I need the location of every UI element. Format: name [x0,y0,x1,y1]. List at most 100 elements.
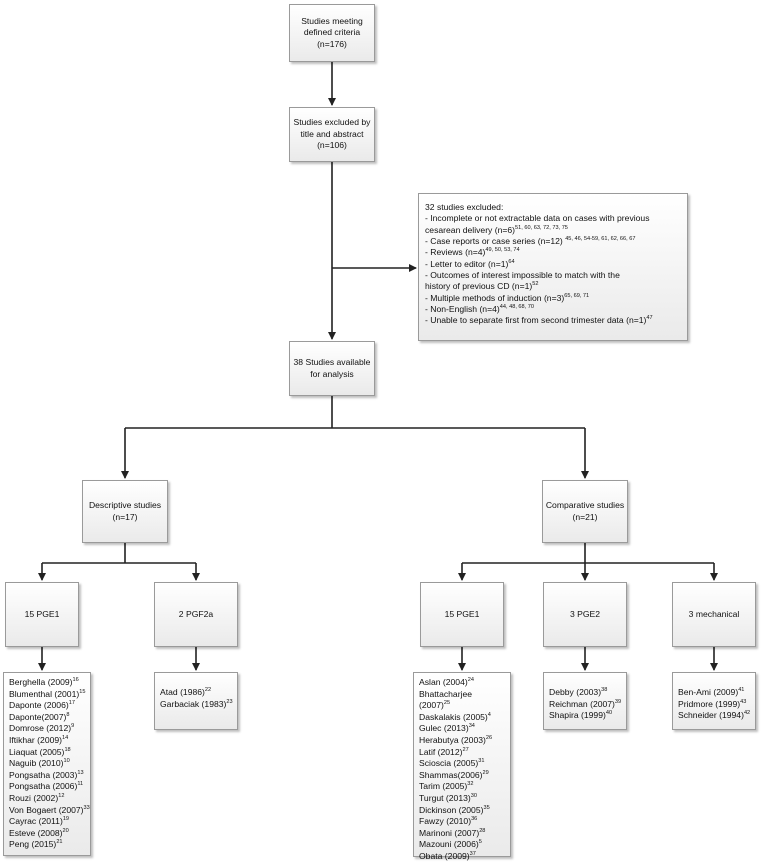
reference-superscript: 45, 46, 54-59, 61, 62, 66, 67 [565,236,636,243]
reference-superscript: 39 [614,698,622,705]
reference-superscript: 13 [77,769,84,776]
box-desc-pge1: 15 PGE1 [5,582,79,647]
item-text: Domrose (2012) [9,723,72,734]
box-line: defined criteria [303,27,361,38]
list-item: Fawzy (2010)36 [419,816,505,828]
item-text: - Letter to editor (n=1) [425,258,509,269]
reference-superscript: 23 [226,698,233,705]
list-item: Shammas(2006)29 [419,770,505,782]
item-text: - Case reports or case series (n=12) [425,236,566,247]
item-text: Dickinson (2005) [419,804,484,815]
box-line: Comparative studies [545,499,625,510]
box-line: (n=21) [572,511,598,522]
reference-superscript: 40 [605,710,613,717]
reference-superscript: 44, 48, 68, 70 [499,304,534,311]
list-item: Von Bogaert (2007)33 [9,805,90,817]
reference-superscript: 17 [68,700,75,707]
list-item: Obata (2009)37 [419,851,505,863]
reference-superscript: 38 [601,687,608,694]
item-text: Scioscia (2005) [419,758,479,769]
list-item: Cayrac (2011)19 [9,816,85,828]
item-text: Liaquat (2005) [9,746,65,757]
item-text: Naguib (2010) [9,758,64,769]
box-line: (n=17) [112,511,138,522]
list-item: Daponte (2006)17 [9,700,85,712]
excluded-items: - Incomplete or not extractable data on … [425,213,681,326]
item-text: Rouzi (2002) [9,792,59,803]
reference-superscript: 21 [56,839,63,846]
item-text: history of previous CD (n=1) [425,281,533,292]
box-comp-pge1: 15 PGE1 [420,582,504,647]
reference-superscript: 64 [508,258,515,265]
list-item: - Incomplete or not extractable data on … [425,213,681,224]
item-text: Tarim (2005) [419,781,468,792]
box-comp-pge2: 3 PGE2 [543,582,627,647]
item-text: Pongsatha (2006) [9,781,78,792]
box-label: 3 mechanical [688,608,740,619]
list-item: Dickinson (2005)35 [419,805,505,817]
list-item: Bhattacharjee [419,689,505,701]
reference-superscript: 14 [62,735,69,742]
list-item: Domrose (2012)9 [9,723,85,735]
box-line: Studies excluded by [293,117,371,128]
item-text: Fawzy (2010) [419,816,472,827]
item-text: Gulec (2013) [419,723,469,734]
list-item: Debby (2003)38 [549,687,621,699]
list-item: - Non-English (n=4)44, 48, 68, 70 [425,304,681,315]
reference-superscript: 52 [532,281,539,288]
item-text: Garbaciak (1983) [160,698,227,709]
box-line: title and abstract [300,128,364,139]
list-item: Esteve (2008)20 [9,828,85,840]
list-item: Marinoni (2007)28 [419,828,505,840]
reference-superscript: 43 [740,698,747,705]
list-item: Naguib (2010)10 [9,758,85,770]
item-text: Daponte (2006) [9,700,69,711]
list-item: Liaquat (2005)18 [9,747,85,759]
reference-superscript: 28 [479,827,486,834]
list-item: Schneider (1994)42 [678,710,750,722]
box-line: Descriptive studies [88,499,162,510]
list-item: Blumenthal (2001)15 [9,689,85,701]
reference-superscript: 30 [470,793,477,800]
list-item: Pongsatha (2006)11 [9,781,85,793]
item-text: Cayrac (2011) [9,816,63,827]
reference-superscript: 18 [64,746,71,753]
list-item: Iftikhar (2009)14 [9,735,85,747]
list-item: Berghella (2009)16 [9,677,85,689]
item-text: Latif (2012) [419,746,463,757]
box-line: 38 Studies available [293,356,371,367]
item-text: - Non-English (n=4) [425,304,500,315]
reference-superscript: 12 [58,793,65,800]
list-item: Shapira (1999)40 [549,710,621,722]
reference-superscript: 25 [443,700,451,707]
item-text: - Unable to separate first from second t… [425,315,647,326]
item-text: Marinoni (2007) [419,827,480,838]
item-text: Debby (2003) [549,687,602,697]
reference-superscript: 36 [471,816,478,823]
excluded-header: 32 studies excluded: [425,202,504,212]
reference-superscript: 16 [72,677,79,684]
list-item: Aslan (2004)24 [419,677,505,689]
list-item: - Multiple methods of induction (n=3)65,… [425,293,681,304]
item-text: Shapira (1999) [549,710,606,721]
box-line: (n=106) [317,140,347,151]
reference-superscript: 47 [646,315,653,322]
reference-superscript: 65, 69, 71 [564,292,590,299]
reference-superscript: 19 [62,816,70,823]
reference-superscript: 8 [66,711,70,718]
reference-superscript: 31 [478,758,485,765]
box-label: 15 PGE1 [444,608,480,619]
reference-superscript: 9 [71,723,75,730]
reference-superscript: 11 [77,781,84,788]
list-item: Pongsatha (2003)13 [9,770,85,782]
item-text: Bhattacharjee [419,688,473,699]
list-item: cesarean delivery (n=6)51, 60, 63, 72, 7… [425,225,681,236]
box-label: 2 PGF2a [178,608,214,619]
